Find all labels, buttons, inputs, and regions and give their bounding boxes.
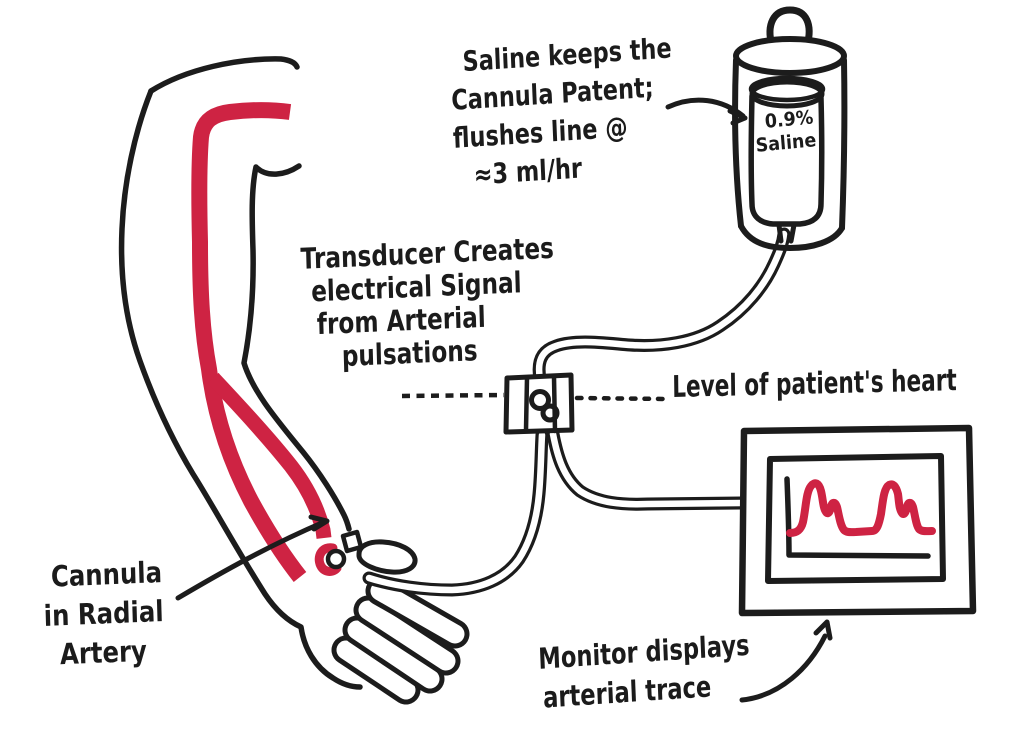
cannula-ring xyxy=(325,548,347,570)
cannula-hub-oval xyxy=(356,539,418,575)
bag-inner-body xyxy=(748,93,825,227)
bag-hook xyxy=(766,6,813,50)
monitor-drawing xyxy=(738,424,977,617)
cannula-drawing xyxy=(325,529,418,575)
saline-bag-label: 0.9% Saline xyxy=(753,106,817,158)
stopcock-loop-1 xyxy=(529,389,551,411)
saline-note-label: Saline keeps the Cannula Patent; flushes… xyxy=(449,29,677,195)
arrow-to-monitor xyxy=(739,619,833,703)
arrow-to-cannula xyxy=(175,514,330,601)
screen-axes xyxy=(784,476,931,559)
bag-outer-top xyxy=(733,36,847,76)
heart-level-label: Level of patient's heart xyxy=(672,363,957,405)
radial-artery-drawing xyxy=(191,102,342,582)
cannula-note-line-1: Cannula xyxy=(50,555,163,594)
cannula-note-line-2: in Radial xyxy=(43,593,165,633)
heart-level-dotted-line xyxy=(401,392,671,402)
arm-drawing xyxy=(118,56,363,690)
bag-spout xyxy=(776,222,797,244)
transducer-drawing xyxy=(503,372,575,435)
arrow-to-saline-bag xyxy=(665,97,748,126)
cannula-note-label: Cannula in Radial Artery xyxy=(42,553,165,675)
tubing-transducer-to-monitor xyxy=(546,427,748,511)
saline-bag-drawing xyxy=(732,6,848,251)
cannula-note-line-3: Artery xyxy=(59,633,148,672)
stopcock-loop-2 xyxy=(540,403,560,423)
cannula-body xyxy=(340,529,364,554)
hand-fingers xyxy=(331,576,470,705)
arterial-waveform-trace xyxy=(786,479,936,537)
tubing-cannula-to-transducer xyxy=(362,428,549,597)
monitor-note-label: Monitor displays arterial trace xyxy=(536,626,752,718)
bag-fluid-surface xyxy=(749,79,825,109)
tubing-saline-to-transducer xyxy=(532,227,791,386)
transducer-note-label: Transducer Creates electrical Signal fro… xyxy=(297,231,557,375)
